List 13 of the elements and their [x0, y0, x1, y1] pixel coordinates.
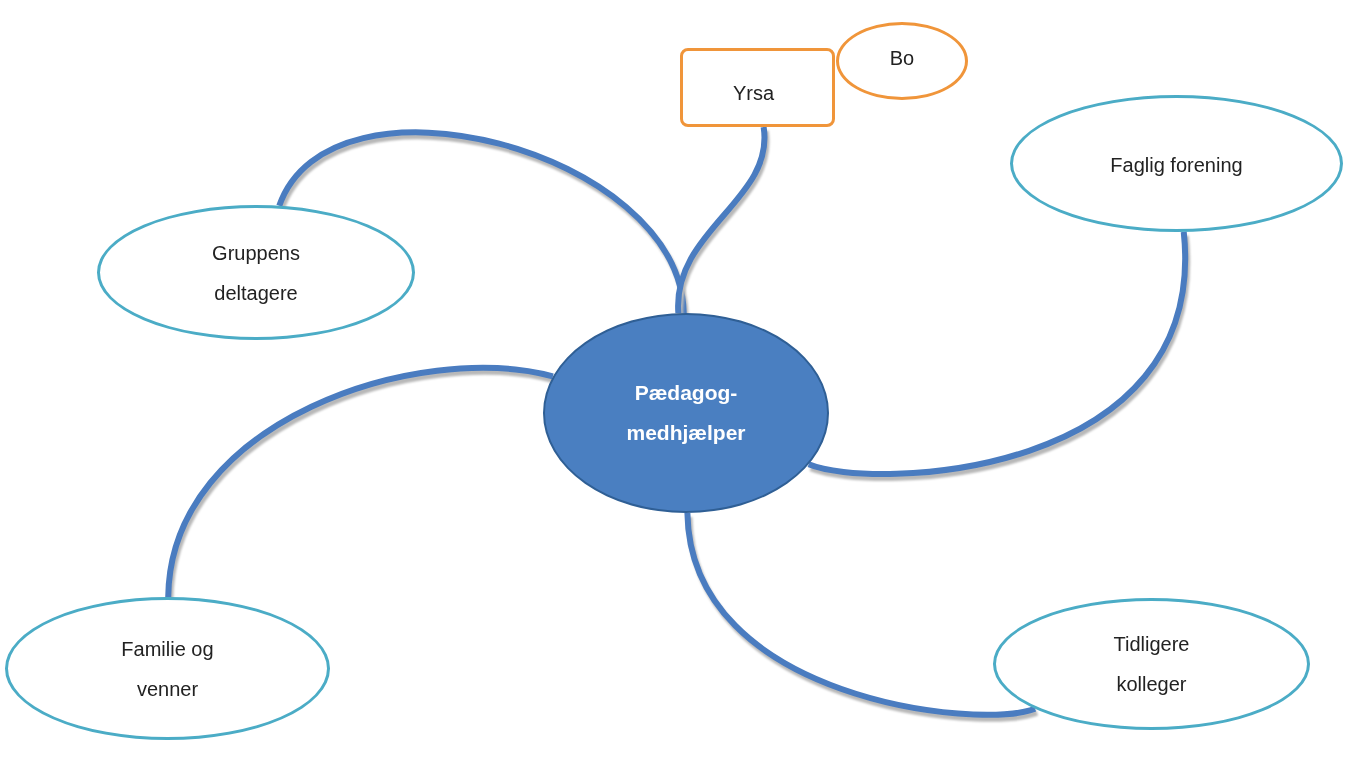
node-label: Bo: [889, 46, 915, 71]
node-label: Tidligere kolleger: [1112, 632, 1191, 697]
node-label: Gruppens deltagere: [211, 240, 301, 306]
connector-curve: [165, 364, 554, 598]
connector-curve: [675, 126, 768, 314]
node-label: Pædagog-medhjælper: [626, 380, 746, 446]
node-label: Yrsa: [733, 80, 775, 106]
node-label: Familie og venner: [120, 636, 215, 702]
name-box: [680, 48, 835, 127]
connector-curve: [276, 129, 687, 314]
connector-curve: [684, 512, 1036, 718]
connector-curve: [807, 231, 1187, 477]
node-label: Faglig forening: [1110, 153, 1243, 178]
